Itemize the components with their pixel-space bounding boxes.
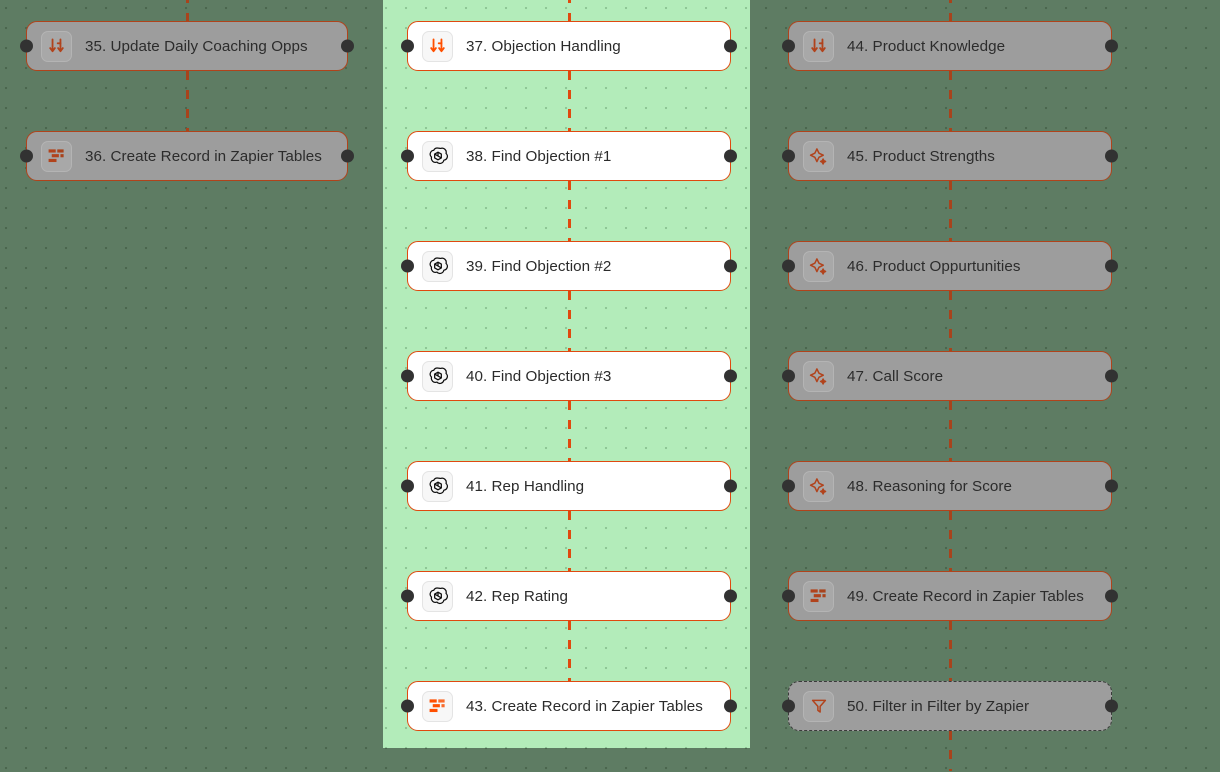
node-handle-input[interactable] <box>401 699 414 713</box>
zapier-tables-icon <box>41 140 72 172</box>
node-handle-output[interactable] <box>724 369 737 383</box>
connector-line <box>948 401 952 461</box>
node-handle-input[interactable] <box>782 699 795 713</box>
sparkle-ai-icon <box>803 470 834 502</box>
node-handle-input[interactable] <box>401 149 414 163</box>
paths-split-icon <box>803 30 834 62</box>
workflow-step-node[interactable]: 36. Create Record in Zapier Tables <box>20 131 354 181</box>
zapier-tables-icon <box>422 690 453 722</box>
node-label: 36. Create Record in Zapier Tables <box>85 147 322 165</box>
node-handle-input[interactable] <box>782 479 795 493</box>
node-handle-input[interactable] <box>20 39 33 53</box>
connector-line <box>567 621 571 681</box>
openai-icon <box>422 250 453 282</box>
node-handle-input[interactable] <box>20 149 33 163</box>
node-handle-output[interactable] <box>724 149 737 163</box>
connector-line <box>567 71 571 131</box>
workflow-step-node[interactable]: 47. Call Score <box>782 351 1118 401</box>
node-handle-output[interactable] <box>1105 259 1118 273</box>
sparkle-ai-icon <box>803 360 834 392</box>
node-handle-output[interactable] <box>1105 149 1118 163</box>
workflow-step-node[interactable]: 44. Product Knowledge <box>782 21 1118 71</box>
node-handle-input[interactable] <box>401 479 414 493</box>
openai-icon <box>422 140 453 172</box>
workflow-step-node[interactable]: 45. Product Strengths <box>782 131 1118 181</box>
filter-icon <box>803 690 834 722</box>
workflow-step-node[interactable]: 42. Rep Rating <box>401 571 737 621</box>
node-handle-input[interactable] <box>782 589 795 603</box>
node-label: 41. Rep Handling <box>466 477 585 495</box>
connector-line <box>567 291 571 351</box>
connector-line <box>948 511 952 571</box>
node-handle-input[interactable] <box>782 259 795 273</box>
connector-line <box>948 731 952 771</box>
node-label: 47. Call Score <box>847 367 944 385</box>
node-handle-output[interactable] <box>1105 589 1118 603</box>
workflow-step-node[interactable]: 50. Filter in Filter by Zapier <box>782 681 1118 731</box>
node-label: 49. Create Record in Zapier Tables <box>847 587 1084 605</box>
node-handle-output[interactable] <box>1105 369 1118 383</box>
node-label: 44. Product Knowledge <box>847 37 1006 55</box>
connector-line <box>567 511 571 571</box>
node-handle-output[interactable] <box>724 39 737 53</box>
node-handle-output[interactable] <box>341 39 354 53</box>
workflow-step-node[interactable]: 38. Find Objection #1 <box>401 131 737 181</box>
node-handle-output[interactable] <box>724 699 737 713</box>
openai-icon <box>422 580 453 612</box>
workflow-step-node[interactable]: 37. Objection Handling <box>401 21 737 71</box>
workflow-step-node[interactable]: 46. Product Oppurtunities <box>782 241 1118 291</box>
node-handle-output[interactable] <box>1105 699 1118 713</box>
node-label: 40. Find Objection #3 <box>466 367 612 385</box>
node-label: 38. Find Objection #1 <box>466 147 612 165</box>
node-handle-output[interactable] <box>1105 39 1118 53</box>
paths-split-icon <box>422 30 453 62</box>
node-handle-input[interactable] <box>401 589 414 603</box>
workflow-step-node[interactable]: 49. Create Record in Zapier Tables <box>782 571 1118 621</box>
node-handle-input[interactable] <box>782 149 795 163</box>
node-handle-input[interactable] <box>401 39 414 53</box>
node-handle-output[interactable] <box>1105 479 1118 493</box>
connector-line <box>948 291 952 351</box>
sparkle-ai-icon <box>803 140 834 172</box>
node-handle-output[interactable] <box>724 589 737 603</box>
node-label: 35. Update Daily Coaching Opps <box>85 37 308 55</box>
node-label: 37. Objection Handling <box>466 37 621 55</box>
node-handle-input[interactable] <box>782 369 795 383</box>
workflow-step-node[interactable]: 48. Reasoning for Score <box>782 461 1118 511</box>
openai-icon <box>422 470 453 502</box>
workflow-step-node[interactable]: 39. Find Objection #2 <box>401 241 737 291</box>
connector-line <box>185 0 189 21</box>
openai-icon <box>422 360 453 392</box>
node-handle-input[interactable] <box>782 39 795 53</box>
connector-line <box>567 181 571 241</box>
connector-line <box>567 401 571 461</box>
node-label: 48. Reasoning for Score <box>847 477 1012 495</box>
node-handle-output[interactable] <box>341 149 354 163</box>
workflow-step-node[interactable]: 43. Create Record in Zapier Tables <box>401 681 737 731</box>
workflow-step-node[interactable]: 35. Update Daily Coaching Opps <box>20 21 354 71</box>
node-handle-input[interactable] <box>401 369 414 383</box>
connector-line <box>948 71 952 131</box>
node-label: 45. Product Strengths <box>847 147 995 165</box>
zapier-tables-icon <box>803 580 834 612</box>
node-label: 43. Create Record in Zapier Tables <box>466 697 703 715</box>
paths-split-icon <box>41 30 72 62</box>
node-label: 46. Product Oppurtunities <box>847 257 1021 275</box>
node-label: 39. Find Objection #2 <box>466 257 612 275</box>
connector-line <box>948 621 952 681</box>
node-handle-output[interactable] <box>724 259 737 273</box>
connector-line <box>567 0 571 21</box>
node-handle-input[interactable] <box>401 259 414 273</box>
sparkle-ai-icon <box>803 250 834 282</box>
connector-line <box>948 0 952 21</box>
connector-line <box>185 71 189 131</box>
node-label: 42. Rep Rating <box>466 587 569 605</box>
node-handle-output[interactable] <box>724 479 737 493</box>
connector-line <box>948 181 952 241</box>
workflow-step-node[interactable]: 40. Find Objection #3 <box>401 351 737 401</box>
workflow-step-node[interactable]: 41. Rep Handling <box>401 461 737 511</box>
node-label: 50. Filter in Filter by Zapier <box>847 697 1030 715</box>
